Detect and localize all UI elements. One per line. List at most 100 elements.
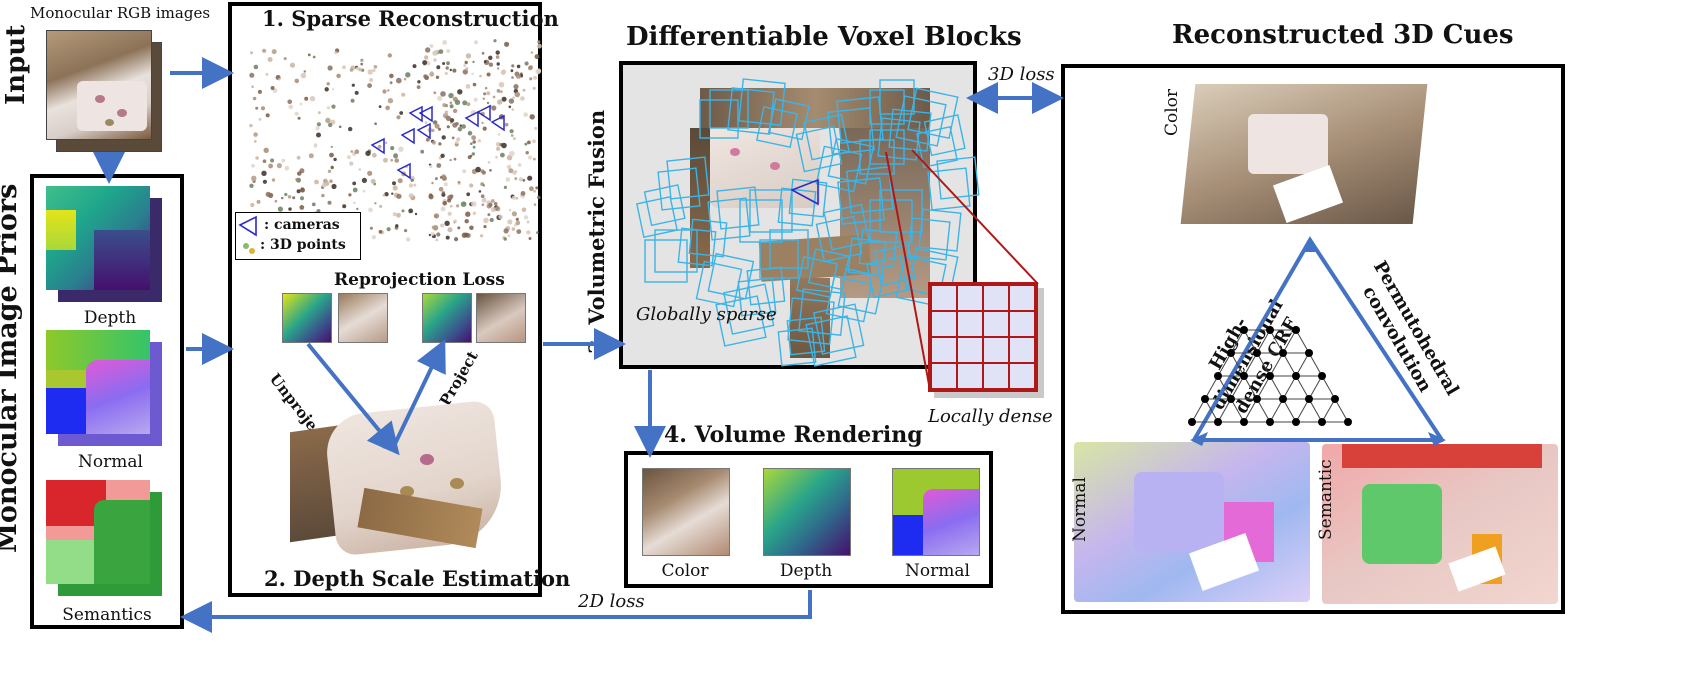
point-cloud-point bbox=[424, 55, 429, 60]
lattice-edge bbox=[1269, 398, 1284, 423]
point-cloud-point bbox=[537, 195, 541, 200]
voxel-block bbox=[907, 217, 951, 261]
point-cloud-point bbox=[448, 92, 454, 99]
point-cloud-point bbox=[346, 155, 352, 160]
point-cloud-point bbox=[428, 194, 434, 200]
voxel-block-back bbox=[666, 156, 710, 200]
point-cloud-point bbox=[387, 98, 394, 104]
point-cloud-point bbox=[392, 212, 397, 217]
lattice-edge bbox=[1321, 375, 1336, 400]
point-cloud-point bbox=[515, 220, 521, 226]
depth-prior-map bbox=[46, 186, 150, 290]
lattice-node bbox=[1305, 349, 1313, 357]
lattice-node bbox=[1266, 326, 1274, 334]
voxel-block bbox=[916, 126, 958, 168]
point-cloud-point bbox=[445, 115, 448, 119]
dense-grid-cell bbox=[1008, 362, 1036, 390]
point-cloud-point bbox=[401, 92, 406, 97]
project-arrow bbox=[390, 339, 446, 451]
unproject-arrow bbox=[306, 342, 400, 456]
point-cloud-point bbox=[453, 157, 457, 161]
voxel-block bbox=[777, 187, 817, 227]
voxel-block bbox=[825, 275, 873, 323]
point-cloud-point bbox=[331, 88, 335, 91]
lattice-edge bbox=[1295, 352, 1310, 377]
point-cloud-point bbox=[486, 91, 491, 96]
point-cloud-point bbox=[352, 181, 357, 186]
point-cloud-point bbox=[526, 230, 531, 235]
triangle-arrowhead-left bbox=[1190, 432, 1208, 446]
point-cloud-point bbox=[533, 157, 536, 161]
voxel-block bbox=[759, 239, 799, 279]
camera-frustum bbox=[370, 137, 385, 155]
point-cloud-point bbox=[389, 81, 393, 85]
point-cloud-point bbox=[440, 223, 445, 228]
point-cloud-point bbox=[498, 214, 503, 220]
voxel-block-back bbox=[654, 229, 698, 273]
render-normal-label: Normal bbox=[905, 561, 970, 581]
point-cloud-point bbox=[496, 67, 500, 70]
voxel-block-back bbox=[918, 208, 962, 252]
point-cloud-point bbox=[249, 123, 253, 128]
point-cloud-point bbox=[362, 189, 366, 193]
point-cloud-point bbox=[327, 169, 332, 173]
point-cloud-point bbox=[342, 65, 346, 70]
point-cloud-point bbox=[360, 62, 364, 66]
point-cloud-point bbox=[329, 152, 334, 158]
lattice-node bbox=[1240, 326, 1248, 334]
point-cloud-point bbox=[250, 51, 253, 55]
point-cloud-point bbox=[265, 113, 270, 118]
point-cloud-point bbox=[464, 232, 469, 238]
lattice-edge bbox=[1282, 375, 1297, 400]
point-cloud-point bbox=[445, 66, 449, 70]
point-cloud-point bbox=[482, 126, 487, 131]
point-cloud-point bbox=[330, 166, 334, 170]
point-cloud-point bbox=[449, 158, 452, 162]
point-cloud-point bbox=[382, 193, 386, 197]
point-cloud-point bbox=[472, 82, 477, 87]
point-cloud-point bbox=[414, 212, 418, 216]
point-cloud-point bbox=[441, 135, 446, 140]
point-cloud-point bbox=[336, 73, 341, 79]
point-cloud-point bbox=[490, 206, 497, 213]
point-cloud-point bbox=[296, 155, 301, 160]
point-cloud-point bbox=[431, 225, 435, 229]
dense-grid-cell bbox=[982, 336, 1010, 364]
point-cloud-point bbox=[532, 139, 536, 144]
camera-frustum bbox=[476, 104, 491, 122]
voxel-block-back bbox=[907, 87, 959, 140]
point-cloud-point bbox=[354, 90, 359, 95]
point-cloud-point bbox=[481, 197, 487, 203]
dense-grid-cell bbox=[1008, 310, 1036, 338]
lattice-node bbox=[1279, 395, 1287, 403]
point-cloud-point bbox=[481, 170, 486, 175]
point-cloud-point bbox=[473, 40, 479, 45]
point-cloud-point bbox=[481, 121, 484, 125]
point-cloud-point bbox=[456, 137, 461, 142]
point-cloud-point bbox=[324, 87, 329, 92]
lattice-node bbox=[1188, 418, 1196, 426]
point-cloud-point bbox=[288, 207, 292, 211]
point-cloud-point bbox=[534, 54, 540, 60]
point-cloud-point bbox=[361, 177, 367, 183]
point-cloud-point bbox=[384, 192, 389, 197]
point-cloud-point bbox=[511, 76, 514, 79]
point-cloud-point bbox=[393, 153, 399, 159]
point-cloud-point bbox=[510, 69, 514, 73]
point-cloud-point bbox=[509, 129, 514, 134]
point-cloud-point bbox=[283, 57, 287, 61]
point-cloud-point bbox=[408, 208, 414, 214]
point-cloud-point bbox=[297, 116, 301, 120]
voxel-block bbox=[815, 215, 863, 263]
point-cloud-point bbox=[472, 145, 476, 149]
point-cloud-point bbox=[389, 73, 394, 79]
point-cloud-point bbox=[490, 199, 495, 203]
point-cloud-point bbox=[506, 164, 511, 170]
point-cloud-point bbox=[312, 55, 316, 59]
lattice-edge bbox=[1243, 352, 1258, 377]
lattice-node bbox=[1331, 395, 1339, 403]
point-cloud-point bbox=[292, 196, 296, 200]
point-cloud-point bbox=[443, 182, 448, 187]
point-cloud-point bbox=[478, 190, 482, 193]
point-cloud-point bbox=[261, 170, 267, 176]
